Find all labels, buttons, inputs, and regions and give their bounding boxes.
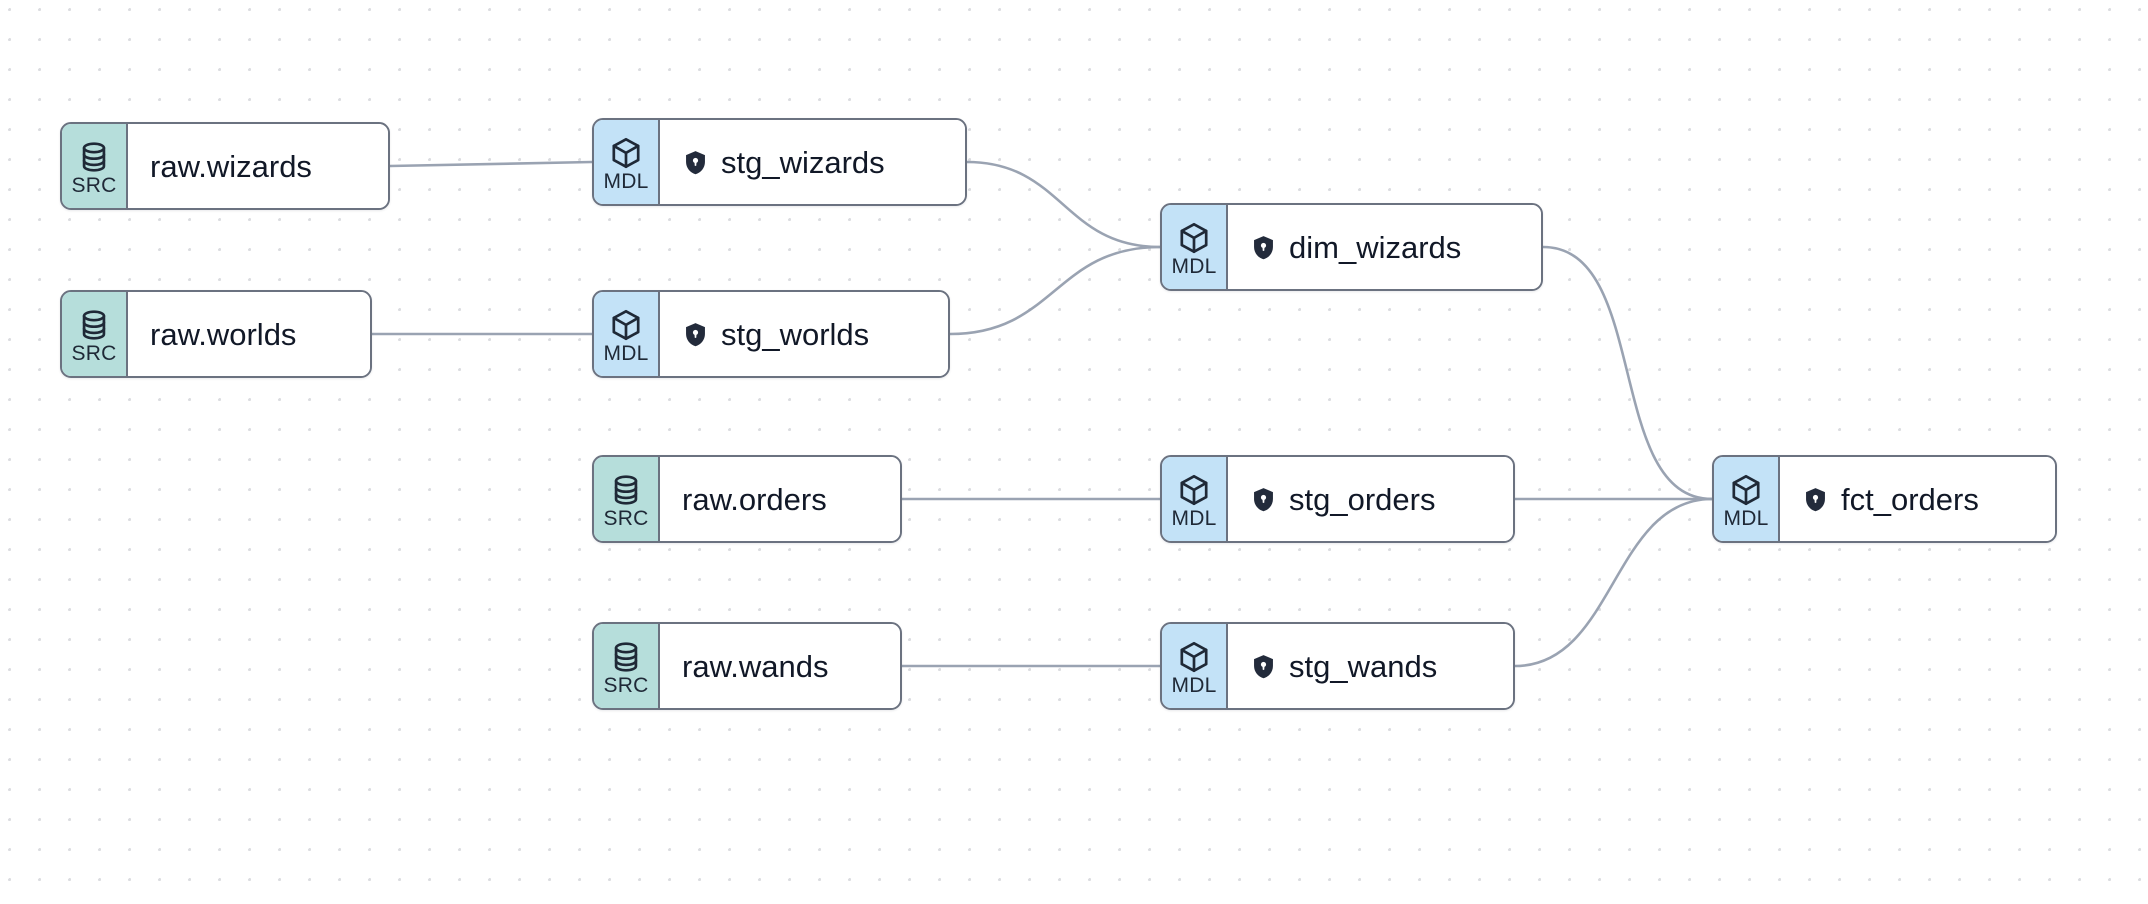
database-icon: [609, 473, 643, 507]
node-badge-src: SRC: [62, 292, 128, 376]
edge-stg_wizards-to-dim_wizards[interactable]: [965, 160, 1162, 249]
node-label: stg_wizards: [721, 144, 885, 180]
node-body: fct_orders: [1780, 457, 2055, 541]
database-icon: [77, 140, 111, 174]
node-body: stg_wizards: [660, 120, 965, 204]
shield-lock-icon: [1250, 653, 1277, 680]
node-raw_wands[interactable]: SRC raw.wands: [592, 622, 902, 710]
shield-lock-icon: [682, 149, 709, 176]
node-raw_wizards[interactable]: SRC raw.wizards: [60, 122, 390, 210]
node-body: stg_orders: [1228, 457, 1513, 541]
node-badge-label: SRC: [71, 174, 117, 197]
node-raw_orders[interactable]: SRC raw.orders: [592, 455, 902, 543]
node-body: raw.wizards: [128, 124, 388, 208]
node-dim_wizards[interactable]: MDL dim_wizards: [1160, 203, 1543, 291]
node-badge-mdl: MDL: [1162, 205, 1228, 289]
node-badge-label: MDL: [603, 342, 649, 365]
node-raw_worlds[interactable]: SRC raw.worlds: [60, 290, 372, 378]
node-label: raw.orders: [682, 481, 827, 517]
node-badge-src: SRC: [594, 457, 660, 541]
edge-dim_wizards-to-fct_orders[interactable]: [1541, 245, 1714, 501]
node-badge-label: MDL: [1171, 507, 1217, 530]
node-label: raw.wizards: [150, 148, 312, 184]
shield-lock-icon: [1802, 486, 1829, 513]
database-icon: [77, 308, 111, 342]
node-label: fct_orders: [1841, 481, 1979, 517]
node-stg_orders[interactable]: MDL stg_orders: [1160, 455, 1515, 543]
node-body: raw.worlds: [128, 292, 370, 376]
node-label: stg_orders: [1289, 481, 1436, 517]
edge-stg_worlds-to-dim_wizards[interactable]: [948, 245, 1162, 336]
node-label: stg_worlds: [721, 316, 870, 352]
node-badge-label: MDL: [1171, 674, 1217, 697]
edge-stg_wands-to-fct_orders[interactable]: [1513, 497, 1714, 668]
node-badge-mdl: MDL: [1714, 457, 1780, 541]
node-stg_wands[interactable]: MDL stg_wands: [1160, 622, 1515, 710]
node-badge-src: SRC: [594, 624, 660, 708]
node-badge-mdl: MDL: [1162, 457, 1228, 541]
node-badge-mdl: MDL: [594, 292, 660, 376]
node-label: dim_wizards: [1289, 229, 1462, 265]
node-fct_orders[interactable]: MDL fct_orders: [1712, 455, 2057, 543]
cube-icon: [1729, 473, 1763, 507]
node-badge-label: MDL: [603, 170, 649, 193]
node-body: raw.wands: [660, 624, 900, 708]
node-label: raw.wands: [682, 648, 829, 684]
cube-icon: [1177, 640, 1211, 674]
node-body: stg_worlds: [660, 292, 948, 376]
cube-icon: [1177, 473, 1211, 507]
cube-icon: [609, 308, 643, 342]
edge-raw_wizards-to-stg_wizards[interactable]: [388, 160, 594, 168]
node-badge-src: SRC: [62, 124, 128, 208]
node-badge-mdl: MDL: [594, 120, 660, 204]
cube-icon: [609, 136, 643, 170]
node-badge-label: SRC: [603, 507, 649, 530]
node-stg_wizards[interactable]: MDL stg_wizards: [592, 118, 967, 206]
node-badge-label: MDL: [1723, 507, 1769, 530]
shield-lock-icon: [1250, 486, 1277, 513]
node-body: stg_wands: [1228, 624, 1513, 708]
node-stg_worlds[interactable]: MDL stg_worlds: [592, 290, 950, 378]
node-badge-label: SRC: [71, 342, 117, 365]
node-label: raw.worlds: [150, 316, 297, 352]
cube-icon: [1177, 221, 1211, 255]
node-label: stg_wands: [1289, 648, 1438, 684]
node-badge-mdl: MDL: [1162, 624, 1228, 708]
node-body: raw.orders: [660, 457, 900, 541]
node-badge-label: MDL: [1171, 255, 1217, 278]
shield-lock-icon: [1250, 234, 1277, 261]
node-body: dim_wizards: [1228, 205, 1541, 289]
database-icon: [609, 640, 643, 674]
node-badge-label: SRC: [603, 674, 649, 697]
shield-lock-icon: [682, 321, 709, 348]
